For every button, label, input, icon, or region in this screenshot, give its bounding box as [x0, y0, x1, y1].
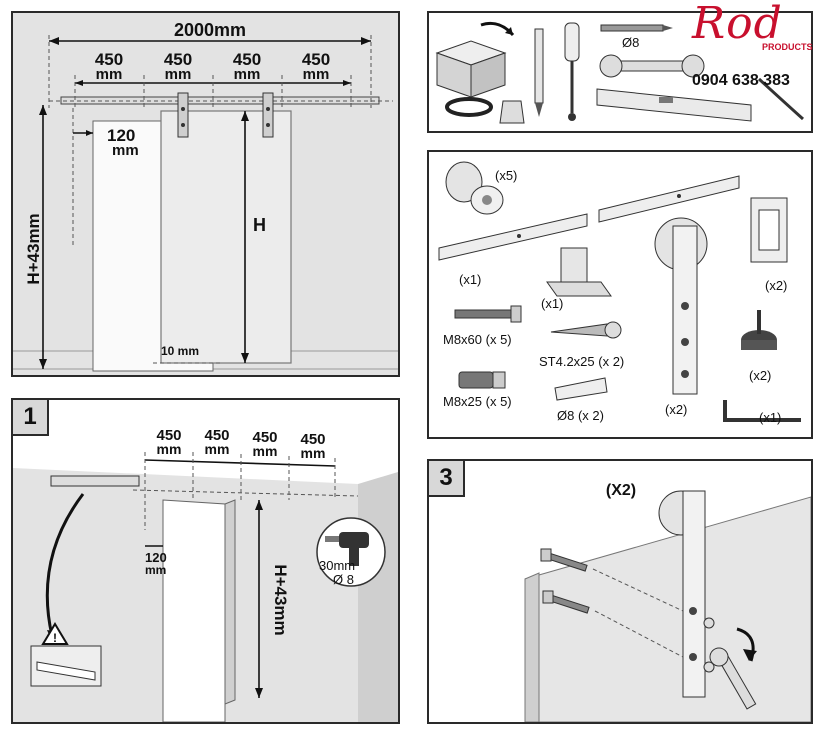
parts-drawing: (x5) (x1) (x1) (x2) (x2) [438, 161, 801, 425]
segment-1-value: 450 [95, 50, 123, 69]
step-3-nut-upper [703, 617, 715, 629]
tools-drawing: Ø8 [435, 21, 805, 124]
segment-2-unit: mm [165, 66, 192, 83]
offset-value: 120 [107, 126, 135, 145]
brand-logo-text: Rod [692, 0, 783, 49]
offset-unit: mm [112, 142, 139, 159]
wheel-stop-qty: (x5) [495, 168, 517, 183]
drill-icon [325, 532, 369, 566]
bumper-icon [741, 310, 777, 350]
parts-panel: (x5) (x1) (x1) (x2) (x2) [427, 150, 813, 439]
warning-icon [41, 622, 69, 645]
floor-guide-qty: (x1) [541, 296, 563, 311]
step-3-wrench-icon [709, 647, 757, 710]
step-1-door-opening [162, 499, 226, 722]
spirit-level-icon [596, 88, 752, 122]
door-slab [160, 110, 292, 364]
hanger-strap-icon [654, 217, 708, 395]
hanger-right [262, 92, 274, 138]
bolt-m8x25-label: M8x25 (x 5) [443, 394, 512, 409]
screwdriver-icon [564, 22, 580, 121]
step-1-segment-4-unit: mm [301, 445, 326, 461]
anti-jump-block-icon [750, 197, 788, 263]
tape-icon [757, 77, 805, 121]
step-1-segment-3-value: 450 [252, 429, 277, 446]
segment-1-unit: mm [96, 66, 123, 83]
step-1-segment-2-value: 450 [204, 427, 229, 444]
bolt-m8x60-label: M8x60 (x 5) [443, 332, 512, 347]
step-1-curved-arrow [45, 493, 85, 641]
drill-bit-icon [600, 24, 673, 32]
drill-bit-size-label: Ø 8 [333, 572, 354, 587]
door-height-label: H [253, 215, 266, 235]
floor-guide-icon [546, 247, 612, 297]
step-1-offset-value: 120 [145, 550, 167, 565]
wheel-stop-icon [445, 161, 504, 215]
step-1-segment-4-value: 450 [300, 431, 325, 448]
brand-phone: 0904 638 383 [692, 72, 790, 89]
brand-sub-text: PRODUCTS [762, 42, 813, 52]
screw-st42-label: ST4.2x25 (x 2) [539, 354, 624, 369]
anchor-d8-icon [554, 377, 608, 401]
step-3-bolt-upper [540, 548, 588, 572]
step-1-panel: 450 mm 450 mm 450 mm 450 mm 120 mm H+43m… [11, 398, 400, 724]
level-inset-icon [36, 661, 96, 681]
bolt-m8x60-icon [454, 305, 522, 323]
anti-jump-qty: (x2) [765, 278, 787, 293]
rail-qty: (x1) [459, 272, 481, 287]
hanger-qty: (x2) [665, 402, 687, 417]
bumper-qty: (x2) [749, 368, 771, 383]
drill-bit-label: Ø8 [622, 35, 639, 50]
drill-depth-label: 30mm [319, 558, 355, 573]
anchor-d8-label: Ø8 (x 2) [557, 408, 604, 423]
hanger-left [177, 92, 189, 138]
floor-gap-label: 10 mm [161, 344, 199, 358]
step-3-hanger-strap [658, 490, 706, 698]
step-1-offset-unit: mm [145, 563, 166, 577]
step-1-segment-2-unit: mm [205, 441, 230, 457]
segment-2-value: 450 [164, 50, 192, 69]
wrench-icon [599, 54, 705, 78]
pencil-icon [534, 28, 544, 117]
step-1-drawing: 450 mm 450 mm 450 mm 450 mm 120 mm H+43m… [13, 427, 398, 722]
tools-panel: Ø8 [427, 11, 813, 133]
brand-logo: Rod PRODUCTS 0904 638 383 [692, 2, 820, 94]
step-1-rail [50, 475, 140, 487]
total-width-label: 2000mm [174, 20, 246, 40]
step-3-panel: (X2) [427, 459, 813, 724]
step-1-number: 1 [11, 398, 49, 436]
step-1-height-label: H+43mm [271, 564, 290, 635]
step-3-drawing: (X2) [524, 482, 811, 722]
glue-pot-icon [499, 100, 525, 124]
svg-text:!: ! [53, 631, 57, 645]
step-3-quantity-label: (X2) [606, 482, 636, 499]
cable-icon [445, 97, 493, 117]
segment-4-value: 450 [302, 50, 330, 69]
step-3-number: 3 [427, 459, 465, 497]
step-3-bolt-lower [542, 590, 590, 614]
overview-drawing: 2000mm 450 mm 450 mm 450 mm 450 mm 120 m… [13, 13, 398, 375]
allen-key-icon [723, 400, 801, 422]
screw-st42-icon [550, 321, 622, 339]
overview-panel: 2000mm 450 mm 450 mm 450 mm 450 mm 120 m… [11, 11, 400, 377]
step-1-segment-1-value: 450 [156, 427, 181, 444]
toolbox-icon [435, 21, 515, 98]
segment-4-unit: mm [303, 66, 330, 83]
step-3-nut-lower [703, 661, 715, 673]
bolt-m8x25-icon [458, 371, 506, 389]
step-1-segment-3-unit: mm [253, 443, 278, 459]
step-1-segment-1-unit: mm [157, 441, 182, 457]
allen-key-qty: (x1) [759, 410, 781, 425]
segment-3-value: 450 [233, 50, 261, 69]
rail-icon [438, 175, 740, 261]
height-left-label: H+43mm [24, 213, 43, 284]
segment-3-unit: mm [234, 66, 261, 83]
